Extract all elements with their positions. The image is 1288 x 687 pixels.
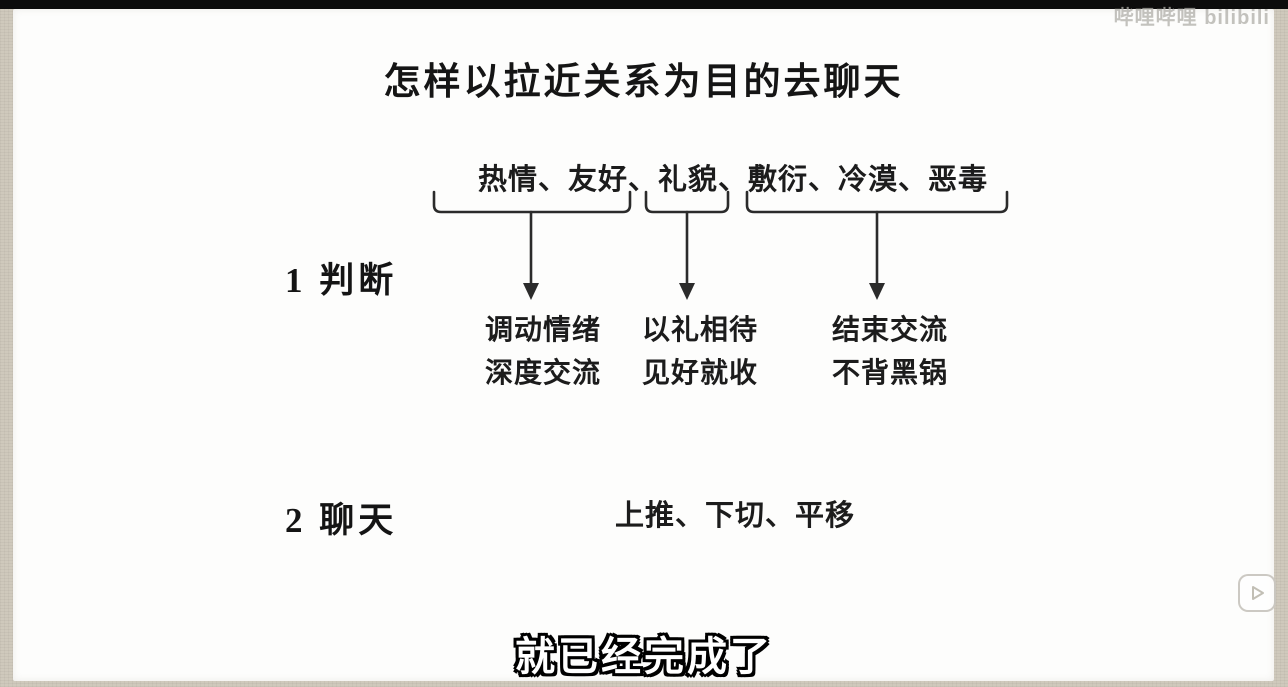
outcome-group-3: 结束交流 不背黑锅 — [810, 309, 970, 396]
outcome-1-line-1: 调动情绪 — [484, 315, 601, 346]
slide-title: 怎样以拉近关系为目的去聊天 — [383, 62, 904, 103]
section-1-label: 1 判断 — [285, 261, 398, 300]
subtitle-caption: 就已经完成了 — [515, 635, 773, 679]
outcome-3-line-2: 不背黑锅 — [831, 358, 948, 390]
bilibili-watermark: 哔哩哔哩 bilibili — [1113, 7, 1270, 29]
outcome-group-1: 调动情绪 深度交流 — [463, 309, 623, 396]
slide-panel: 怎样以拉近关系为目的去聊天 热情、友好、礼貌、敷衍、冷漠、恶毒 1 判断 调动情… — [13, 9, 1274, 681]
outcome-2-line-2: 见好就收 — [641, 358, 758, 390]
outcome-group-2: 以礼相待 见好就收 — [620, 309, 780, 396]
play-triangle-icon — [1252, 586, 1264, 600]
section-2-label: 2 聊天 — [285, 501, 398, 540]
play-button[interactable] — [1238, 574, 1276, 612]
outcome-1-line-2: 深度交流 — [484, 358, 601, 390]
outcome-3-line-1: 结束交流 — [831, 315, 948, 346]
outcome-2-line-1: 以礼相待 — [641, 315, 758, 346]
top-black-bar — [0, 0, 1288, 9]
emotion-words-row: 热情、友好、礼貌、敷衍、冷漠、恶毒 — [477, 164, 988, 196]
chat-methods-text: 上推、下切、平移 — [614, 500, 855, 532]
